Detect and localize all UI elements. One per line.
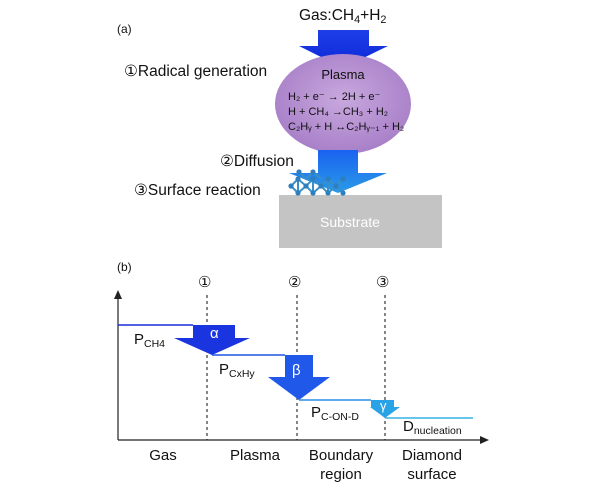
- panel-a-label: (a): [117, 22, 132, 36]
- y-axis-arrowhead: [114, 290, 122, 299]
- alpha-symbol: α: [210, 325, 219, 342]
- region-gas: Gas: [149, 447, 177, 464]
- plasma-ellipse: [275, 54, 411, 154]
- x-axis-arrowhead: [480, 436, 489, 444]
- reaction-3: C₂Hᵧ + H ↔C₂Hᵧ₋₁ + H₂: [288, 121, 405, 133]
- substrate-label: Substrate: [320, 214, 380, 230]
- region-plasma: Plasma: [229, 447, 281, 464]
- gas-inlet-arrow: [299, 30, 388, 68]
- marker-3: ③: [376, 274, 390, 291]
- panel-b-label: (b): [117, 260, 132, 274]
- gas-input-label: Gas:CH4+H2: [299, 7, 387, 26]
- substrate-block: [279, 195, 442, 248]
- step-diffusion: ②Diffusion: [220, 153, 294, 170]
- alpha-arrow: [174, 325, 250, 355]
- gamma-symbol: γ: [380, 398, 387, 413]
- label-p-cxhy: PCxHy: [219, 361, 255, 380]
- marker-1: ①: [198, 274, 212, 291]
- label-p-c-on-d: PC-ON-D: [311, 404, 359, 423]
- reaction-2: H + CH₄ →CH₃ + H₂: [288, 106, 389, 118]
- step-radical-generation: ①Radical generation: [124, 63, 268, 80]
- plasma-title: Plasma: [321, 67, 365, 82]
- marker-2: ②: [288, 274, 302, 291]
- molecule-atoms: [288, 169, 346, 196]
- step-surface-reaction: ③Surface reaction: [134, 182, 261, 199]
- reaction-1: H₂ + e⁻ → 2H + e⁻: [288, 91, 381, 103]
- gamma-arrow: [370, 400, 400, 418]
- beta-arrow: [268, 355, 330, 400]
- beta-symbol: β: [292, 362, 301, 379]
- label-d-nucleation: Dnucleation: [403, 418, 462, 437]
- label-p-ch4: PCH4: [134, 331, 166, 350]
